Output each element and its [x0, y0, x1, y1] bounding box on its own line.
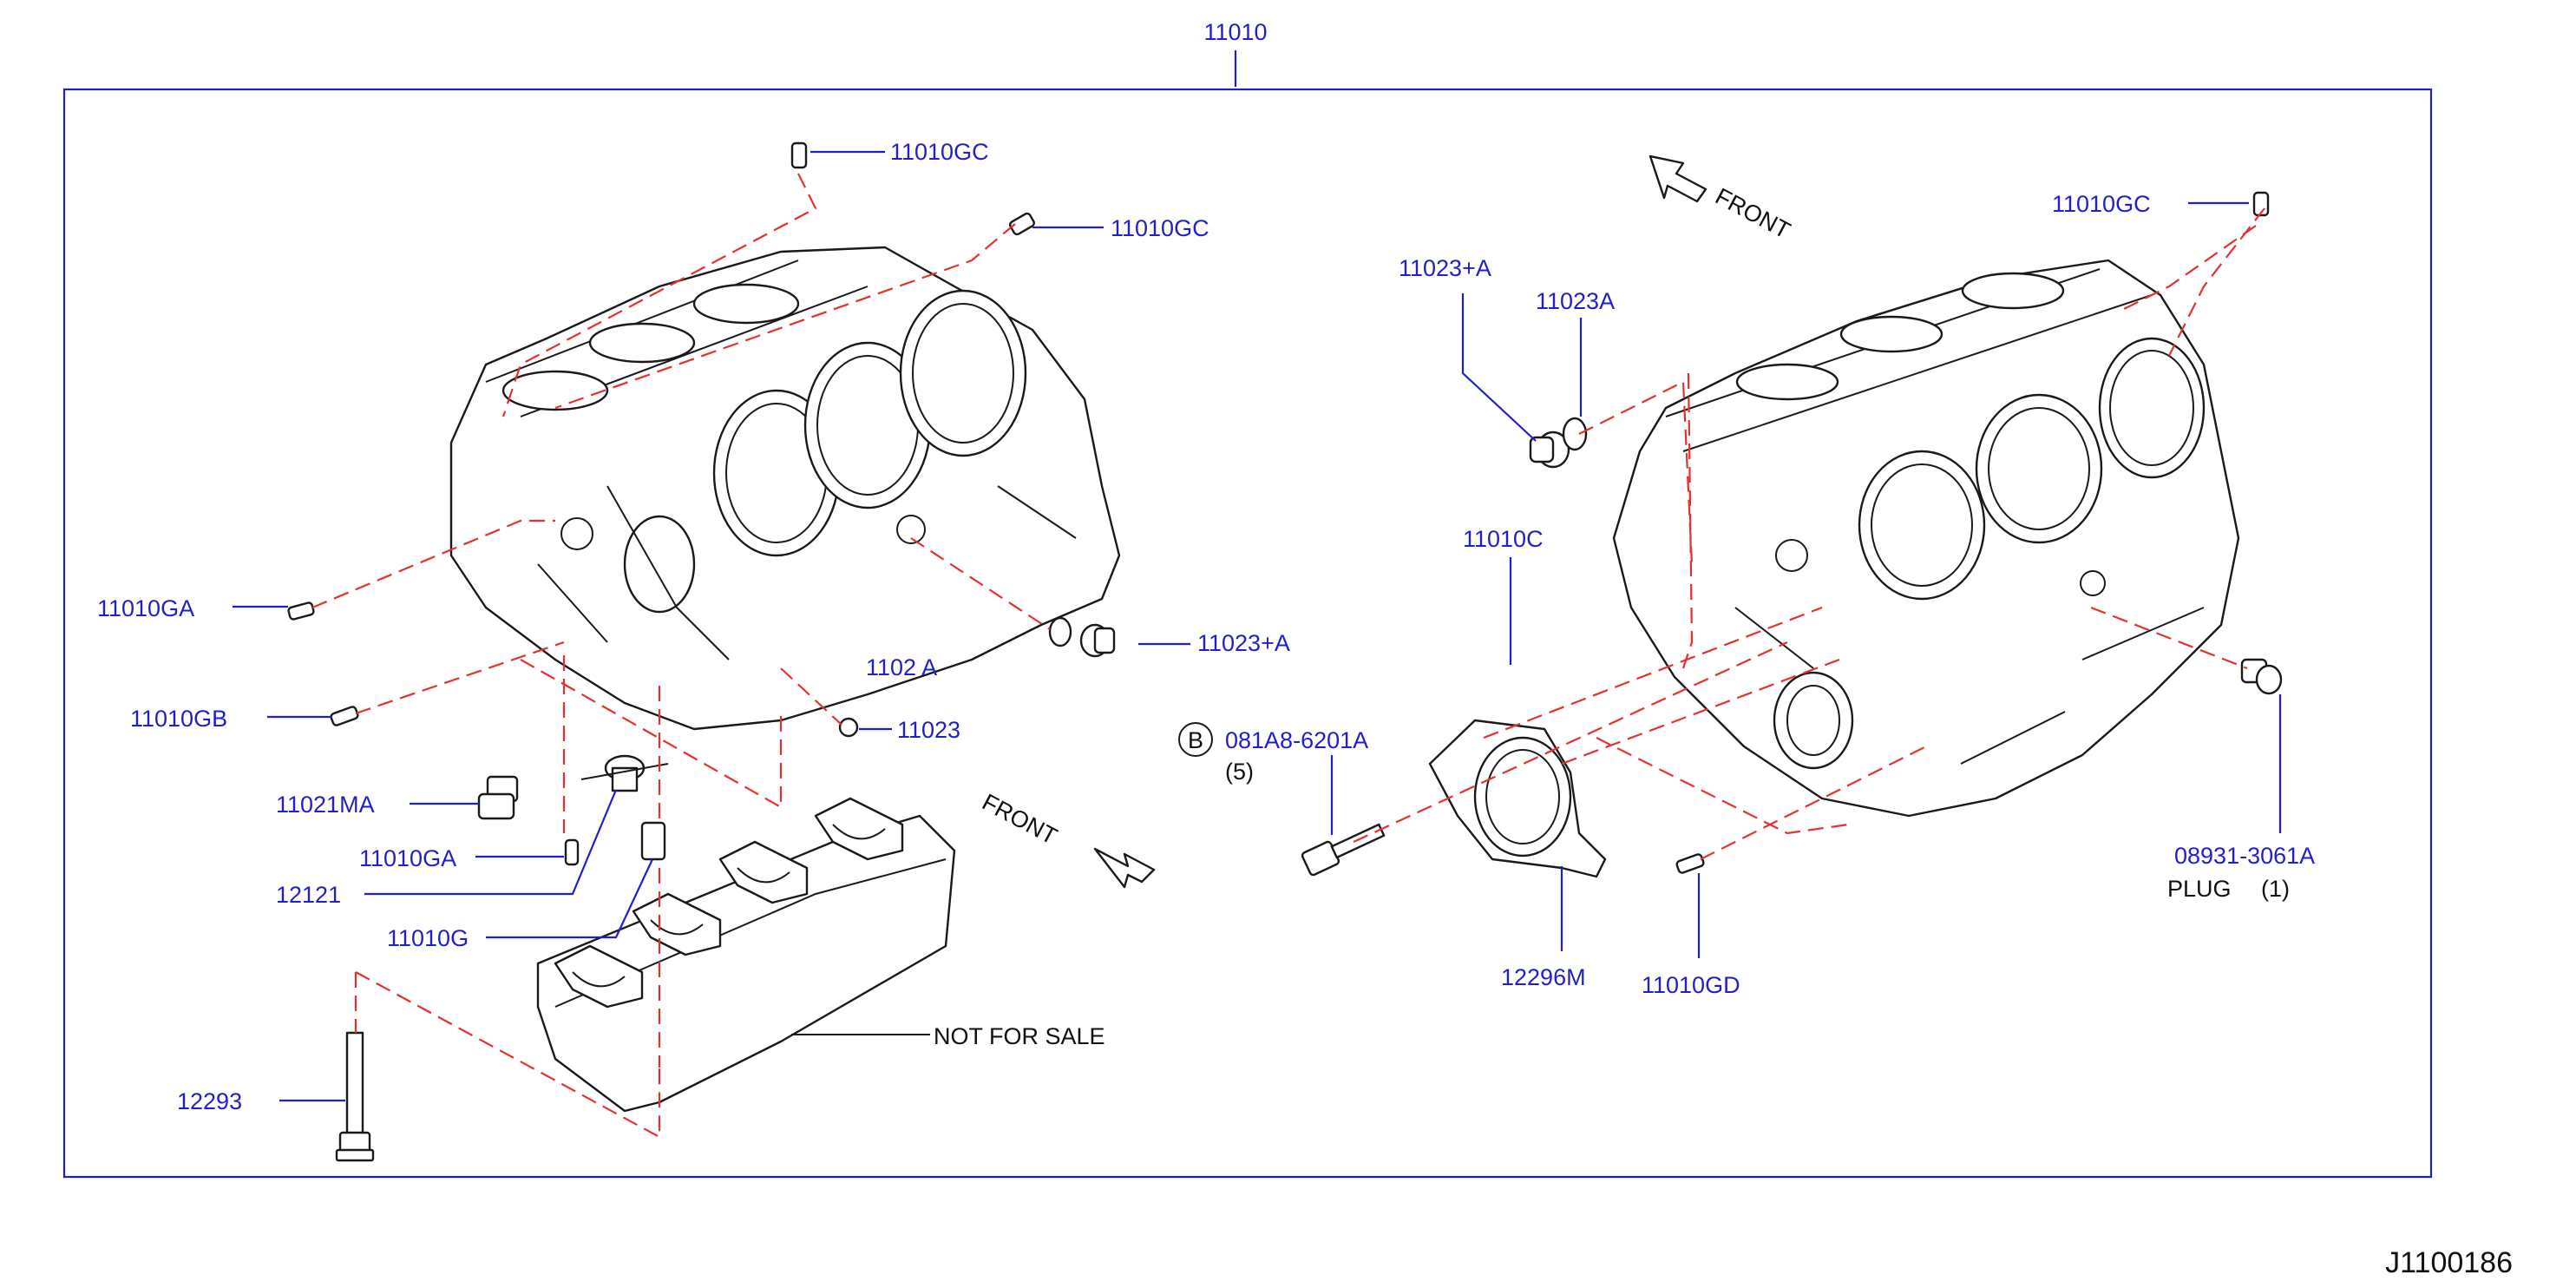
part-label-11023[interactable]: 11023	[897, 717, 960, 743]
dowel-pin-icon	[1675, 853, 1705, 874]
part-label-11010ga-a[interactable]: 11010GA	[97, 595, 194, 621]
part-label-11010g[interactable]: 11010G	[387, 925, 469, 951]
seal-bolt-icon	[1301, 823, 1386, 877]
part-label-11010gc-b[interactable]: 11010GC	[1111, 215, 1209, 241]
main-part-label[interactable]: 11010	[1203, 19, 1267, 45]
front-arrow-icon	[1093, 847, 1156, 889]
part-label-11023pa[interactable]: 11023+A	[1399, 255, 1491, 281]
plug-bolt-icon	[477, 775, 519, 820]
plug-icon	[1048, 616, 1116, 658]
left-guide-lines	[311, 173, 1051, 1139]
left-bearing-ladder	[536, 797, 956, 1113]
part-label-fragment-11023a[interactable]: 1102 A	[866, 654, 937, 680]
plug-icon	[2240, 658, 2283, 695]
dowel-pin-icon	[1009, 212, 1035, 236]
left-cylinder-block	[449, 246, 1121, 731]
part-label-12293[interactable]: 12293	[177, 1088, 242, 1114]
dowel-pin-icon	[640, 821, 666, 861]
part-label-08931-3061a[interactable]: 08931-3061A	[2174, 843, 2315, 869]
dowel-pin-icon	[790, 141, 808, 169]
plug-name: PLUG	[2167, 876, 2232, 902]
part-label-081a8-6201a[interactable]: 081A8-6201A	[1225, 727, 1368, 753]
dowel-pin-icon	[330, 706, 359, 726]
part-label-12296m[interactable]: 12296M	[1501, 964, 1586, 990]
bolt-marker	[1178, 722, 1213, 757]
drawing-id: J1100186	[2385, 1246, 2513, 1279]
part-label-11023a[interactable]: 11023A	[1536, 288, 1615, 314]
part-label-12121[interactable]: 12121	[276, 882, 341, 908]
leader-line	[364, 789, 618, 896]
part-label-11021ma[interactable]: 11021MA	[276, 792, 375, 818]
part-label-11010c[interactable]: 11010C	[1463, 526, 1544, 552]
dowel-pin-icon	[564, 838, 580, 866]
part-label-11010gc-c[interactable]: 11010GC	[2052, 191, 2151, 217]
leader-line	[486, 858, 653, 939]
block-bolt-icon	[335, 1031, 375, 1162]
plug-icon	[838, 717, 859, 738]
sensor-icon	[580, 754, 669, 792]
part-label-11010ga-b[interactable]: 11010GA	[359, 845, 456, 871]
assembly-frame	[62, 88, 2433, 1179]
part-label-fragment-11023pa[interactable]: 11023+A	[1197, 630, 1290, 656]
rear-oil-seal-retainer	[1428, 719, 1607, 878]
not-for-sale-note: NOT FOR SALE	[934, 1023, 1105, 1049]
front-label-bottom: FRONT	[978, 789, 1061, 850]
part-label-11010gc-a[interactable]: 11010GC	[890, 139, 989, 165]
bolt-marker-letter: B	[1188, 727, 1203, 753]
part-label-11010gb[interactable]: 11010GB	[130, 706, 227, 732]
right-cylinder-block	[1612, 259, 2240, 818]
part-label-11010gd[interactable]: 11010GD	[1642, 972, 1740, 998]
front-label-top: FRONT	[1711, 183, 1794, 244]
leader-line	[1461, 293, 1537, 442]
front-arrow-icon	[1649, 154, 1708, 203]
right-guide-lines	[1353, 207, 2265, 860]
plug-quantity: (1)	[2261, 876, 2290, 902]
bolt-quantity: (5)	[1225, 759, 1254, 785]
plug-icon	[1529, 417, 1588, 469]
dowel-pin-icon	[287, 601, 315, 621]
